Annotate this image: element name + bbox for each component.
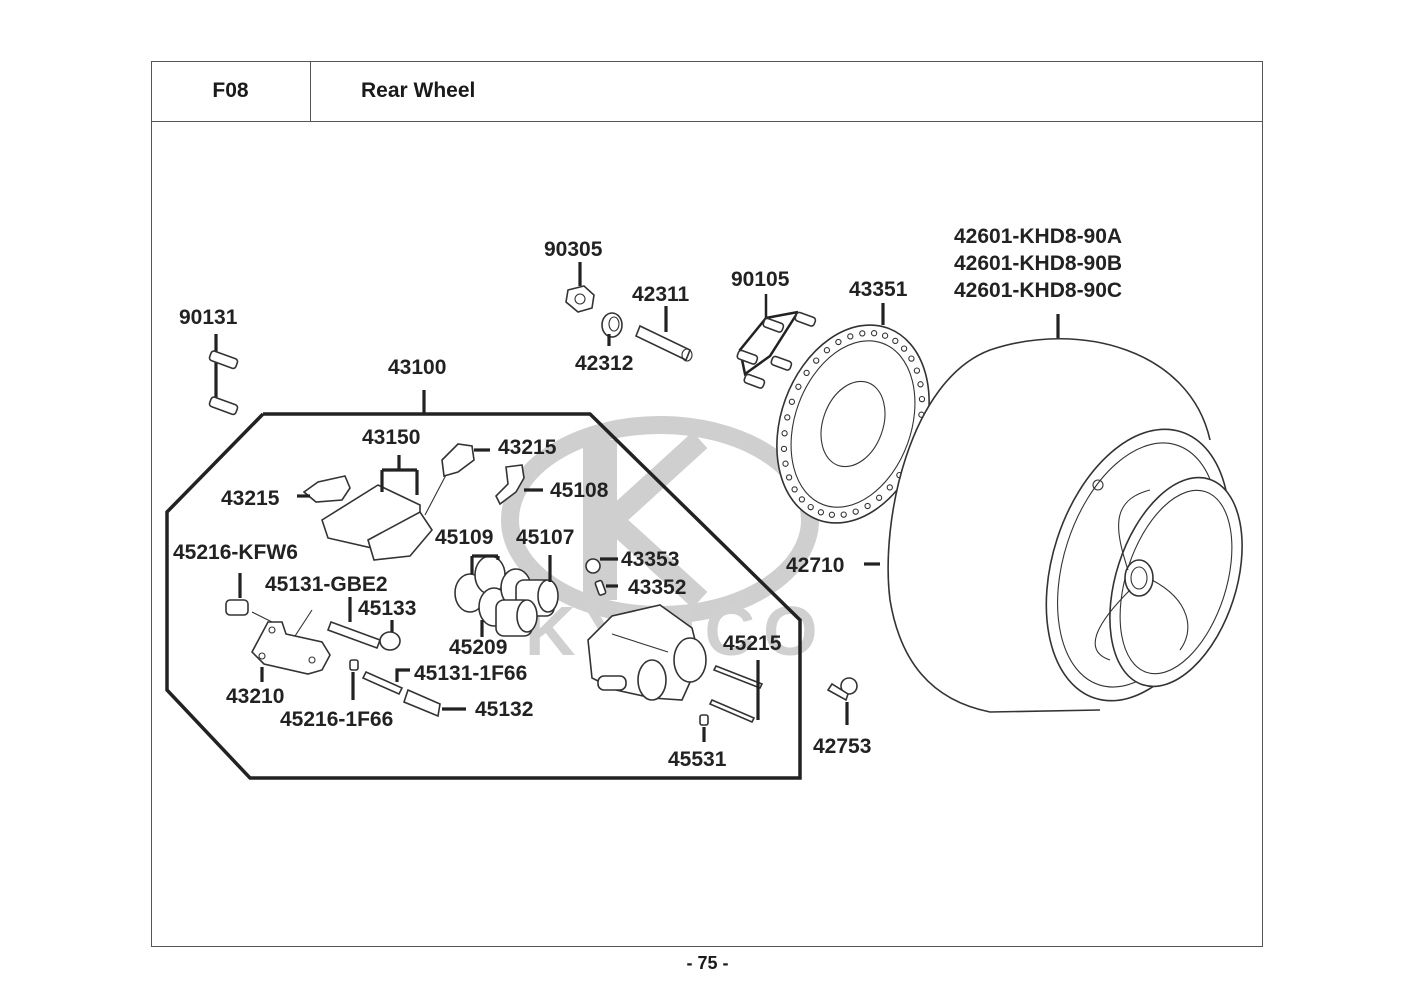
disc-vent-hole: [886, 484, 893, 491]
disc-vent-hole: [864, 502, 871, 510]
boot-45133: [379, 620, 401, 651]
callout-42753: 42753: [813, 735, 871, 758]
page-number: - 75 -: [686, 953, 729, 973]
callout-43150: 43150: [362, 426, 420, 449]
caliper-bracket-43210: [251, 611, 331, 682]
callout-45531: 45531: [668, 748, 727, 771]
disc-vent-hole: [788, 398, 796, 405]
disc-vent-hole: [917, 381, 924, 388]
slide-pin-45131-gbe2: [294, 597, 382, 650]
bushing-45216-1f66: [349, 659, 359, 700]
disc-vent-hole: [859, 330, 866, 337]
disc-vent-hole: [784, 414, 791, 421]
callout-42710: 42710: [786, 554, 844, 577]
valve-42753: [826, 677, 858, 725]
callout-90305: 90305: [544, 238, 603, 261]
section-code: F08: [212, 79, 249, 102]
nut-90305: [565, 262, 595, 313]
disc-vent-hole: [798, 496, 806, 503]
disc-vent-hole: [900, 345, 908, 352]
callout-43215-right: 43215: [498, 436, 557, 459]
callout-42312: 42312: [575, 352, 633, 375]
callout-42601-khd8-90b: 42601-KHD8-90B: [954, 252, 1122, 275]
disc-vent-hole: [881, 332, 889, 339]
disc-vent-hole: [875, 494, 883, 501]
pistons-45107: [480, 555, 559, 637]
slide-pin-45131-1f66: [361, 668, 410, 696]
callout-42311: 42311: [632, 283, 690, 306]
pad-spring-45108: [495, 464, 543, 506]
header-column-divider: [310, 61, 311, 121]
disc-vent-hole: [908, 355, 915, 362]
section-title: Rear Wheel: [361, 79, 476, 102]
disc-vent-hole: [892, 337, 899, 345]
disc-vent-hole: [781, 430, 788, 437]
callout-43210: 43210: [226, 685, 284, 708]
callout-43352: 43352: [628, 576, 686, 599]
caliper-body: [587, 604, 707, 701]
disc-vent-hole: [791, 486, 798, 493]
disc-vent-hole: [870, 330, 878, 337]
bolts-45215: [708, 660, 764, 724]
callout-90105: 90105: [731, 268, 790, 291]
disc-vent-hole: [835, 338, 842, 346]
caliper-assembly-outline: [165, 412, 802, 780]
callout-45209: 45209: [449, 636, 507, 659]
callout-90131: 90131: [179, 306, 238, 329]
callout-45108: 45108: [550, 479, 609, 502]
disc-vent-hole: [840, 511, 847, 518]
boot-45132: [403, 688, 466, 718]
disc-vent-hole: [795, 383, 802, 390]
callout-43215-left: 43215: [221, 487, 280, 510]
disc-vent-hole: [852, 508, 859, 515]
callout-45109: 45109: [435, 526, 493, 549]
nut-45531: [699, 714, 709, 742]
spacer-42311: [634, 306, 693, 362]
disc-vent-hole: [803, 369, 810, 377]
bleeder-screw-43352: [594, 579, 618, 596]
collar-42312: [601, 312, 623, 346]
callout-45216-1f66: 45216-1F66: [280, 708, 393, 731]
brake-pad-shim-left: [297, 475, 351, 503]
disc-vent-hole: [828, 511, 836, 518]
disc-vent-hole: [918, 395, 926, 403]
brake-pads-43150: [321, 455, 433, 561]
brake-pad-shim-right: [424, 443, 490, 516]
callout-45215: 45215: [723, 632, 782, 655]
disc-vent-hole: [785, 474, 793, 481]
wheel-rim-42601: [887, 314, 1243, 713]
callout-43100: 43100: [388, 356, 446, 379]
disc-vent-hole: [913, 367, 921, 374]
callout-42601-khd8-90c: 42601-KHD8-90C: [954, 279, 1122, 302]
disc-vent-hole: [782, 460, 789, 467]
disc-bolts-90105: [736, 294, 817, 389]
bolt-90131: [208, 334, 239, 416]
callout-45132: 45132: [475, 698, 533, 721]
disc-vent-hole: [823, 347, 831, 354]
disc-vent-hole: [847, 333, 854, 340]
callout-45216-kfw6: 45216-KFW6: [173, 541, 298, 564]
bushing-45216-kfw6: [225, 573, 249, 616]
header-divider: [151, 121, 1263, 122]
disc-vent-hole: [813, 357, 820, 364]
callout-42601-khd8-90a: 42601-KHD8-90A: [954, 225, 1122, 248]
diagram-frame: [151, 61, 1263, 947]
disc-vent-hole: [807, 503, 814, 511]
callout-45107: 45107: [516, 526, 574, 549]
disc-vent-hole: [780, 445, 788, 453]
callout-43353: 43353: [621, 548, 679, 571]
callout-45133: 45133: [358, 597, 416, 620]
callout-45131-1f66: 45131-1F66: [414, 662, 527, 685]
callout-43351: 43351: [849, 278, 908, 301]
callout-45131-gbe2: 45131-GBE2: [265, 573, 388, 596]
bleeder-43353: [585, 557, 618, 574]
disc-vent-hole: [817, 509, 825, 516]
